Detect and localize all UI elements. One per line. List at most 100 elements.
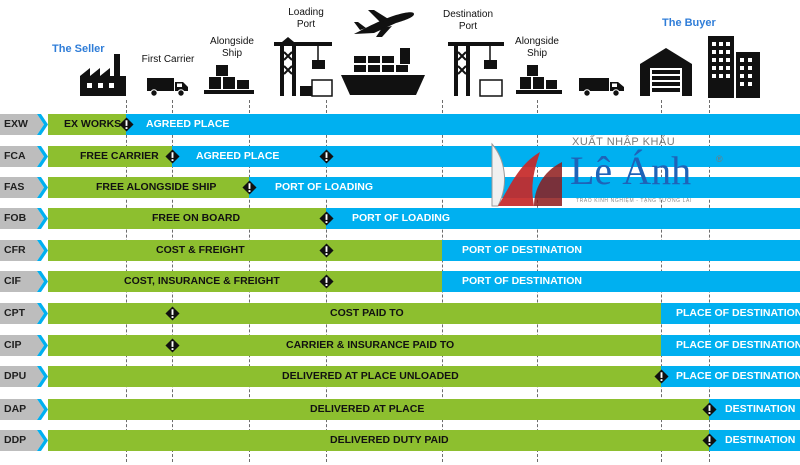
term-code: CIP <box>4 339 22 351</box>
buyer-place-label: PORT OF LOADING <box>352 212 450 224</box>
seller-obligation-label: FREE ON BOARD <box>152 212 241 224</box>
buyer-cost-bar <box>172 146 800 167</box>
risk-transfer-icon <box>654 369 669 384</box>
logo-emblem <box>491 142 562 207</box>
incoterm-row-ddp: DDP DELIVERED DUTY PAID DESTINATION <box>0 430 800 451</box>
seller-cost-bar <box>48 335 661 356</box>
seller-cost-bar <box>48 430 709 451</box>
stage-label-first-carrier: First Carrier <box>141 54 195 65</box>
cargo-boxes-icon <box>204 65 254 94</box>
term-code: DPU <box>4 370 27 382</box>
term-code-badge: CIF <box>0 271 48 292</box>
risk-transfer-icon <box>165 338 180 353</box>
warehouse-icon <box>640 48 692 96</box>
risk-transfer-icon <box>165 306 180 321</box>
stage-label-alongside-ship-origin: Alongside Ship <box>210 36 254 59</box>
incoterm-row-dap: DAP DELIVERED AT PLACE DESTINATION <box>0 399 800 420</box>
term-code-badge: FCA <box>0 146 48 167</box>
buyer-cost-bar <box>661 335 800 356</box>
term-code-badge: DDP <box>0 430 48 451</box>
truck-icon <box>147 78 188 97</box>
buyer-place-label: PLACE OF DESTINATION <box>676 370 800 382</box>
seller-obligation-label: COST & FREIGHT <box>156 244 245 256</box>
risk-transfer-icon <box>702 402 717 417</box>
incoterm-row-fca: FCA FREE CARRIER AGREED PLACE <box>0 146 800 167</box>
term-code: FAS <box>4 181 25 193</box>
cargo-boxes-icon <box>516 65 562 94</box>
truck-icon <box>579 78 624 97</box>
incoterm-row-exw: EXW EX WORKS AGREED PLACE <box>0 114 800 135</box>
buyer-cost-bar <box>709 430 800 451</box>
seller-obligation-label: DELIVERED AT PLACE UNLOADED <box>282 370 459 382</box>
incoterm-row-fob: FOB FREE ON BOARD PORT OF LOADING <box>0 208 800 229</box>
seller-obligation-label: COST, INSURANCE & FREIGHT <box>124 275 280 287</box>
seller-obligation-label: COST PAID TO <box>330 307 404 319</box>
seller-cost-bar <box>48 271 442 292</box>
buyer-cost-bar <box>442 271 800 292</box>
seller-cost-bar <box>48 146 172 167</box>
term-code: DDP <box>4 434 27 446</box>
term-code: CIF <box>4 275 21 287</box>
term-code: CPT <box>4 307 25 319</box>
term-code-badge: DPU <box>0 366 48 387</box>
buyer-place-label: PLACE OF DESTINATION <box>676 307 800 319</box>
buyer-cost-bar <box>442 240 800 261</box>
buyer-place-label: PORT OF LOADING <box>275 181 373 193</box>
term-code-badge: CPT <box>0 303 48 324</box>
buyer-cost-bar <box>126 114 800 135</box>
buyer-place-label: DESTINATION <box>725 403 796 415</box>
buyer-cost-bar <box>326 208 800 229</box>
seller-obligation-label: CARRIER & INSURANCE PAID TO <box>286 339 455 351</box>
factory-icon <box>80 54 126 96</box>
term-code-badge: CFR <box>0 240 48 261</box>
seller-obligation-label: DELIVERED AT PLACE <box>310 403 425 415</box>
seller-obligation-label: DELIVERED DUTY PAID <box>330 434 449 446</box>
seller-cost-bar <box>48 114 126 135</box>
risk-transfer-icon <box>702 433 717 448</box>
buyer-place-label: AGREED PLACE <box>196 150 280 162</box>
risk-transfer-icon <box>319 243 334 258</box>
le-anh-logo: XUẤT NHẬP KHẨU Lê Ánh ® TRAO KINH NGHIỆM… <box>490 136 730 212</box>
seller-cost-bar <box>48 366 661 387</box>
term-code-badge: CIP <box>0 335 48 356</box>
crane-icon <box>448 42 504 97</box>
logo-registered-mark: ® <box>716 154 723 164</box>
crane-icon <box>274 37 333 97</box>
buyer-place-label: PORT OF DESTINATION <box>462 244 582 256</box>
seller-obligation-label: FREE CARRIER <box>80 150 159 162</box>
seller-cost-bar <box>48 240 442 261</box>
stage-label-alongside-ship-destination: Alongside Ship <box>515 36 559 59</box>
risk-transfer-icon <box>242 180 257 195</box>
logo-slogan: TRAO KINH NGHIỆM - TẶNG TƯƠNG LAI <box>576 198 692 204</box>
buyer-place-label: PLACE OF DESTINATION <box>676 339 800 351</box>
incoterm-row-cpt: CPT COST PAID TO PLACE OF DESTINATION <box>0 303 800 324</box>
risk-transfer-icon <box>319 274 334 289</box>
buyer-place-label: PORT OF DESTINATION <box>462 275 582 287</box>
term-code-badge: DAP <box>0 399 48 420</box>
incoterm-row-dpu: DPU DELIVERED AT PLACE UNLOADED PLACE OF… <box>0 366 800 387</box>
seller-obligation-label: FREE ALONGSIDE SHIP <box>96 181 217 193</box>
buyer-place-label: DESTINATION <box>725 434 796 446</box>
seller-cost-bar <box>48 208 326 229</box>
airplane-icon <box>354 10 414 37</box>
term-code: EXW <box>4 118 28 130</box>
stage-label-loading-port: Loading Port <box>288 7 324 30</box>
seller-obligation-label: EX WORKS <box>64 118 122 130</box>
risk-transfer-icon <box>165 149 180 164</box>
logo-tagline: XUẤT NHẬP KHẨU <box>572 136 676 148</box>
term-code: FOB <box>4 212 27 224</box>
buyer-cost-bar <box>661 366 800 387</box>
buyer-cost-bar <box>661 303 800 324</box>
incoterm-row-cfr: CFR COST & FREIGHT PORT OF DESTINATION <box>0 240 800 261</box>
incoterm-row-cif: CIF COST, INSURANCE & FREIGHT PORT OF DE… <box>0 271 800 292</box>
seller-cost-bar <box>48 399 709 420</box>
buyer-cost-bar <box>709 399 800 420</box>
term-code-badge: EXW <box>0 114 48 135</box>
risk-transfer-icon <box>319 149 334 164</box>
term-code: FCA <box>4 150 26 162</box>
buyer-place-label: AGREED PLACE <box>146 118 230 130</box>
risk-transfer-icon <box>319 211 334 226</box>
risk-transfer-icon <box>119 117 134 132</box>
container-ship-icon <box>341 48 425 95</box>
seller-cost-bar <box>48 303 661 324</box>
